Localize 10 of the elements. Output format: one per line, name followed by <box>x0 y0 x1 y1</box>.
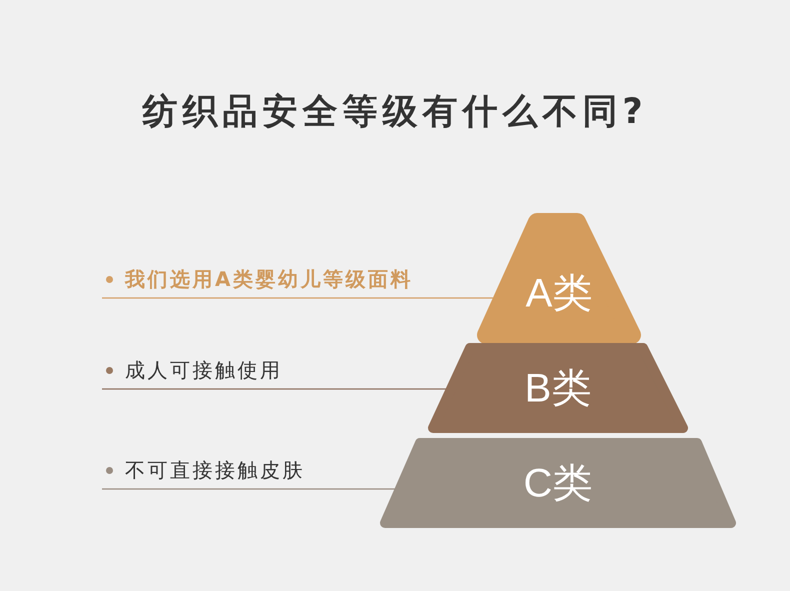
layer-label: A类 <box>526 270 592 317</box>
level-description: 我们选用A类婴幼儿等级面料 <box>125 266 413 292</box>
leader-line <box>102 488 395 490</box>
leader-line <box>102 297 494 299</box>
level-description: 不可直接接触皮肤 <box>125 456 305 484</box>
title: 纺织品安全等级有什么不同? <box>141 91 649 134</box>
layer-label: C类 <box>524 460 592 508</box>
layer-label: B类 <box>524 366 592 412</box>
level-description: 成人可接触使用 <box>125 356 282 384</box>
leader-line <box>102 388 446 390</box>
